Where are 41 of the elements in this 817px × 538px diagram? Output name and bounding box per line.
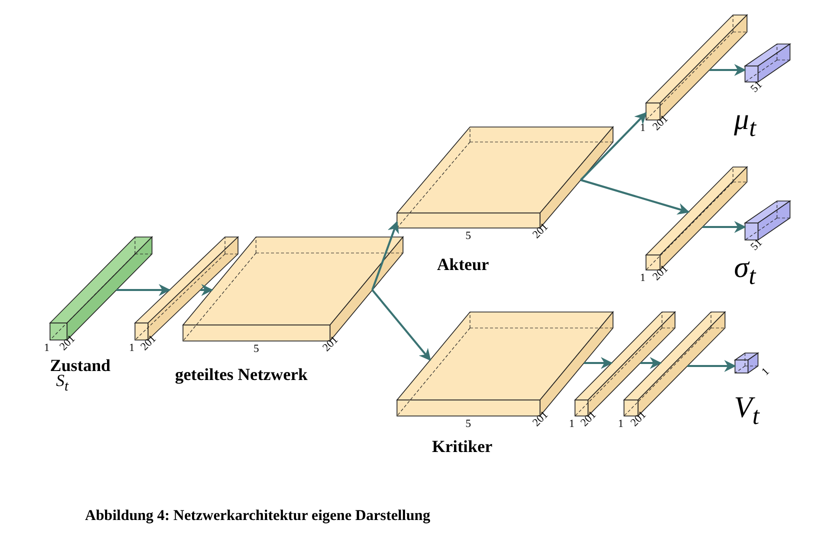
arrow (580, 112, 647, 181)
dimension-label: 201 (139, 334, 159, 353)
dimension-label: 1 (640, 273, 646, 284)
layer-label: geteiltes Netzwerk (175, 366, 308, 384)
arrow (116, 284, 171, 296)
dimension-label: 201 (321, 334, 341, 354)
arrow (580, 179, 690, 215)
dimension-label: 1 (129, 343, 134, 354)
arrow (584, 357, 613, 369)
dimension-label: 51 (749, 79, 765, 95)
arrow (372, 289, 431, 361)
dimension-label: 1 (640, 123, 646, 134)
dimension-label: 201 (579, 410, 599, 429)
figure-caption: Abbildung 4: Netzwerkarchitektur eigene Darstellung (85, 508, 430, 525)
dimension-label: 5 (466, 419, 471, 430)
dimension-label: 1 (618, 419, 624, 430)
dimension-label: 201 (629, 410, 649, 429)
dimension-label: 51 (749, 237, 765, 253)
dimension-label: 201 (651, 264, 671, 283)
math-label: V$_{t}$ (734, 392, 760, 430)
arrow (640, 357, 662, 369)
dimension-label: 1 (760, 366, 772, 378)
dimension-label: 201 (58, 334, 78, 353)
dimension-label: 5 (254, 344, 259, 355)
math-label: σ$_{t}$ (734, 252, 756, 290)
arrow (200, 284, 214, 296)
dimension-label: 201 (531, 410, 551, 429)
arrow (371, 220, 399, 290)
math-label: S$_{t}$ (56, 372, 68, 394)
dimension-label: 1 (44, 343, 50, 354)
dimension-label: 5 (466, 231, 471, 242)
math-label: μ$_{t}$ (734, 104, 756, 142)
dimension-label: 201 (651, 114, 671, 133)
dimension-label: 1 (569, 419, 574, 430)
layer-label: Zustand (50, 357, 110, 375)
layer-label: Akteur (437, 256, 489, 274)
arrow (687, 360, 736, 372)
layer-label: Kritiker (432, 438, 492, 456)
dimension-label: 201 (531, 222, 551, 241)
arrow (709, 64, 746, 76)
arrow (702, 221, 746, 233)
